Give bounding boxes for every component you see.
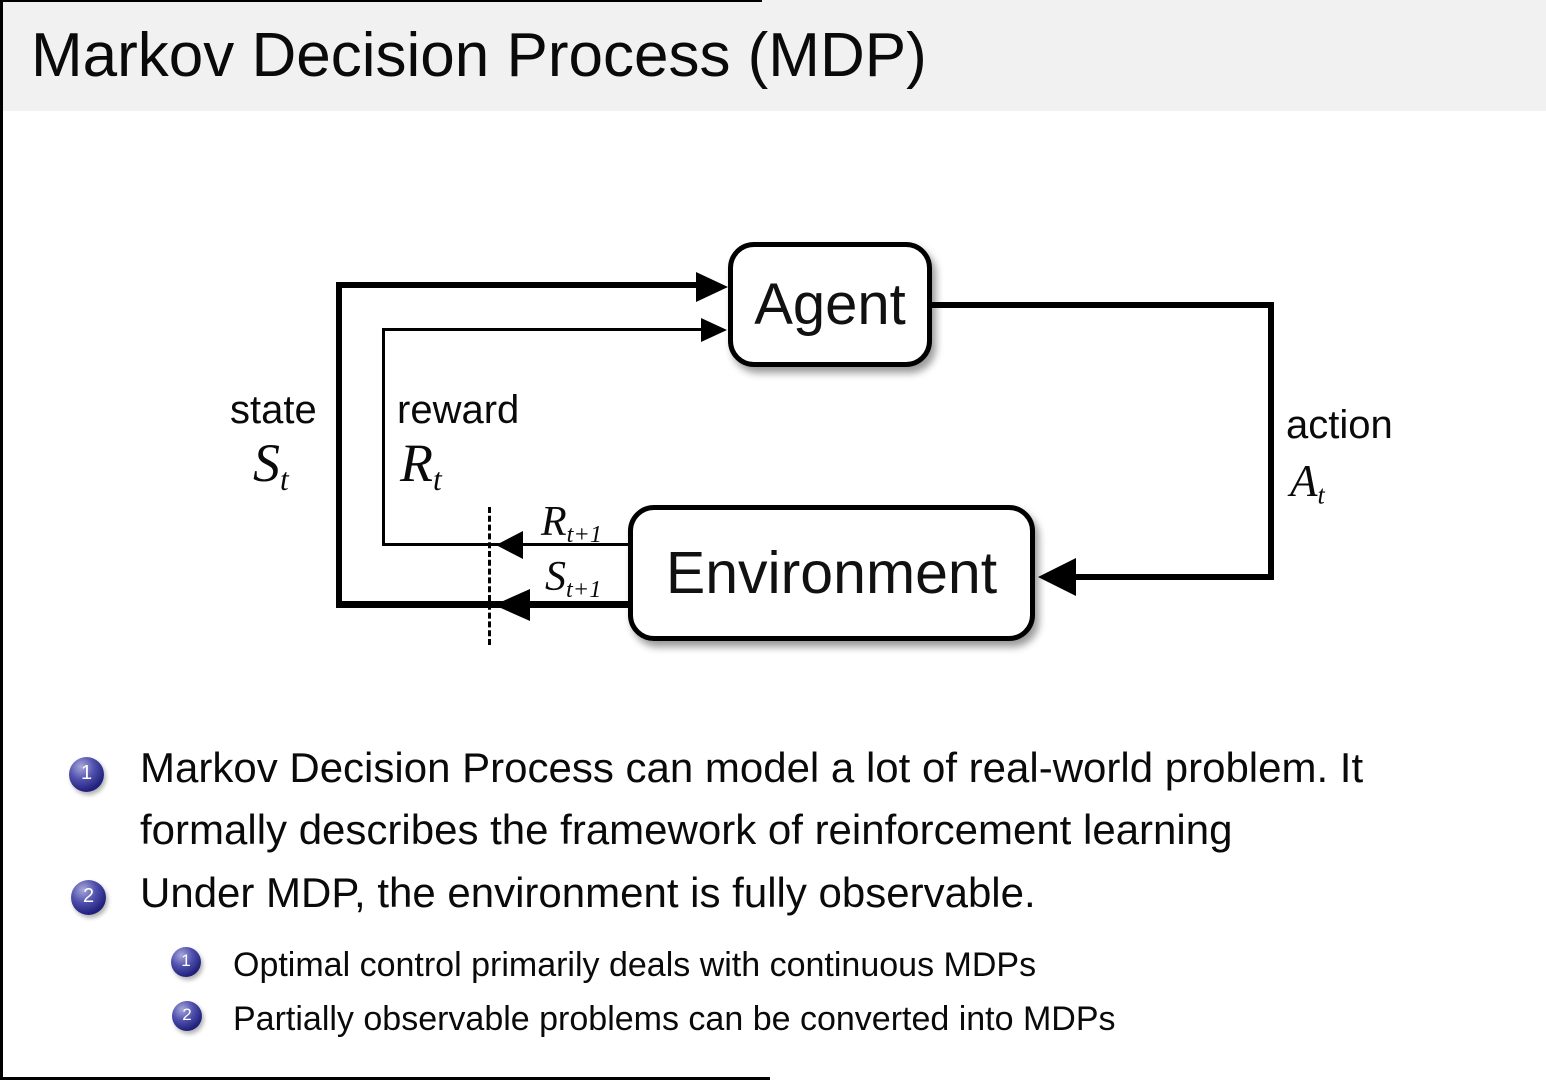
reward-line-left (382, 328, 385, 546)
agent-label: Agent (754, 272, 906, 337)
timestep-dashed-line (488, 507, 491, 645)
action-symbol-label: At (1290, 456, 1325, 510)
next-reward-arrowhead-icon (496, 531, 523, 559)
environment-label: Environment (665, 540, 998, 606)
next-state-symbol-label: St+1 (545, 554, 602, 603)
state-symbol-label: St (253, 433, 289, 497)
action-arrowhead-icon (1038, 558, 1076, 596)
item-2-line-1: Under MDP, the environment is fully obse… (140, 869, 1036, 916)
action-line-right (1268, 302, 1274, 580)
next-state-line (336, 601, 628, 608)
page-border-bottom (0, 1077, 770, 1080)
slide-title-bar: Markov Decision Process (MDP) (0, 0, 1546, 111)
action-line-bottom (1074, 574, 1274, 580)
environment-node: Environment (628, 505, 1035, 641)
reward-word-label: reward (397, 388, 520, 432)
reward-symbol-label: Rt (400, 433, 442, 497)
subitem-2-ball: 2 (172, 1001, 202, 1031)
item-1-ball: 1 (69, 757, 104, 792)
subitem-2-text: Partially observable problems can be con… (233, 1000, 1116, 1038)
item-2-ball: 2 (71, 880, 106, 915)
agent-node: Agent (728, 242, 932, 367)
page-border-top (0, 0, 762, 2)
state-arrowhead-icon (696, 272, 728, 302)
item-1-line-1: Markov Decision Process can model a lot … (140, 744, 1364, 791)
page-border-left (0, 0, 3, 1080)
reward-line-top (382, 328, 701, 331)
item-1-line-2: formally describes the framework of rein… (140, 806, 1233, 853)
action-line-top (930, 302, 1274, 308)
reward-arrowhead-icon (701, 318, 727, 342)
state-line-top (336, 282, 696, 288)
subitem-1-ball: 1 (171, 947, 201, 977)
action-word-label: action (1286, 403, 1393, 447)
state-word-label: state (230, 388, 317, 432)
subitem-1-text: Optimal control primarily deals with con… (233, 946, 1037, 984)
next-state-arrowhead-icon (494, 589, 530, 621)
state-line-left (336, 282, 342, 608)
next-reward-symbol-label: Rt+1 (541, 499, 603, 548)
page-title: Markov Decision Process (MDP) (31, 21, 927, 90)
